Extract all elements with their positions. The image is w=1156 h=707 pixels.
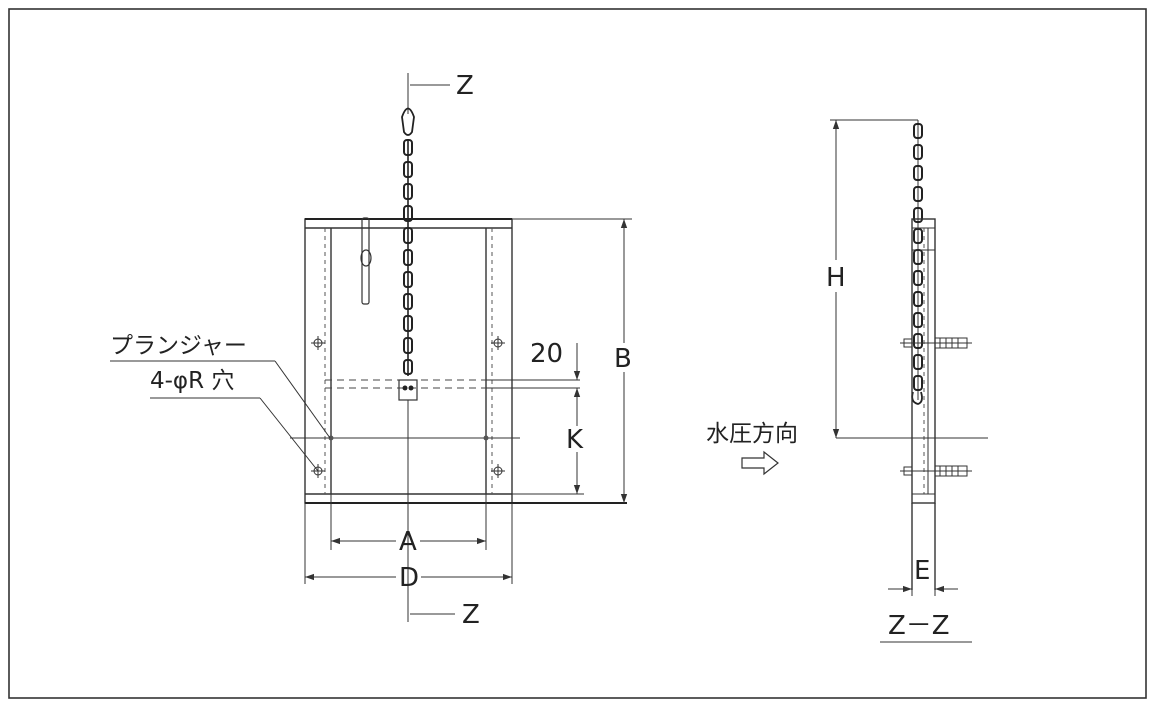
- side-chain: [913, 123, 923, 391]
- dimension-20-label: 20: [530, 339, 563, 369]
- dimension-d-label: D: [399, 563, 419, 593]
- water-pressure-label: 水圧方向: [706, 421, 798, 447]
- drawing-border: [8, 8, 1147, 699]
- chain: [398, 73, 418, 503]
- dimension-b-label: B: [614, 344, 632, 374]
- section-label-bottom: Z: [462, 600, 480, 630]
- dimension-h-label: H: [826, 263, 846, 293]
- front-view: Z Z A D B 20 K プランジャー 4-φR 穴: [110, 71, 632, 630]
- dimension-a-label: A: [399, 527, 417, 557]
- dimension-k-label: K: [566, 425, 584, 455]
- side-view: H 水圧方向 E Z－Z: [706, 119, 988, 643]
- plunger-label: プランジャー: [110, 333, 247, 359]
- dimension-e-label: E: [914, 556, 930, 586]
- side-bolt-lower: [900, 465, 972, 477]
- side-frame: [911, 218, 936, 504]
- side-bolt-upper: [900, 337, 972, 349]
- holes-label: 4-φR 穴: [150, 368, 234, 394]
- section-title: Z－Z: [888, 611, 950, 641]
- water-pressure-arrow-icon: [741, 450, 779, 476]
- plunger-pin: [360, 217, 372, 305]
- section-label-top: Z: [456, 71, 474, 101]
